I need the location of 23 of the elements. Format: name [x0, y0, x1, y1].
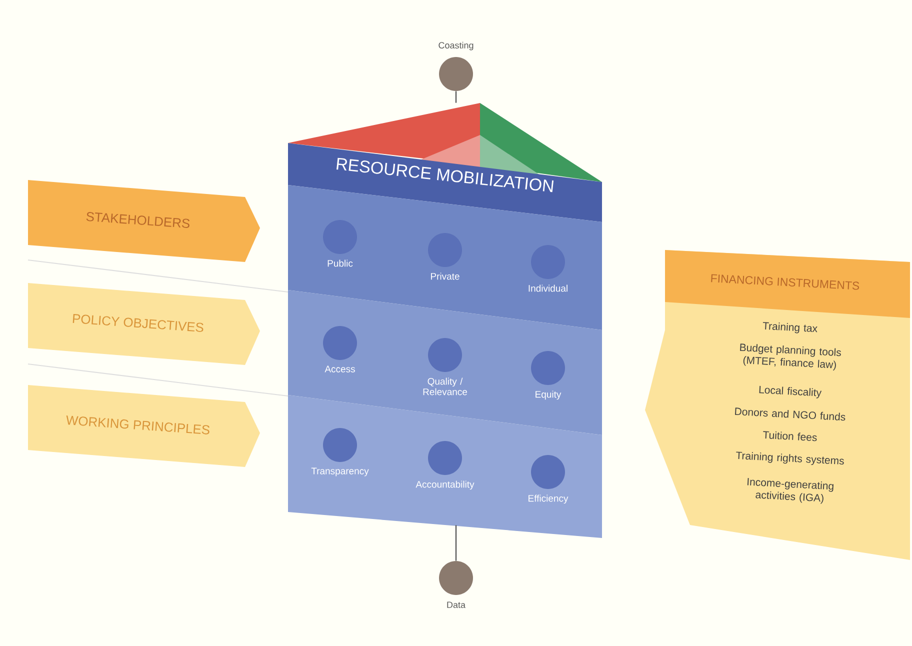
list-item: Training tax — [762, 322, 818, 334]
arrow-banner: WORKING PRINCIPLES — [28, 385, 260, 467]
node-label: Quality / Relevance — [423, 378, 468, 396]
list-item: Budget planning tools (MTEF, finance law) — [740, 344, 841, 370]
node-label: Accountability — [416, 480, 474, 490]
list-item: Local fiscality — [759, 386, 822, 398]
node-label: Data — [447, 602, 466, 608]
list-item: Training rights systems — [736, 452, 844, 466]
node-label: Transparency — [311, 468, 369, 476]
connector-line — [455, 91, 457, 103]
panel — [645, 250, 910, 560]
heading: RESOURCE MOBILIZATION — [336, 158, 554, 192]
node-label: Access — [324, 366, 355, 372]
connector-line — [455, 525, 457, 561]
list-item: Income-generating activities (IGA) — [747, 478, 834, 504]
node-label: Coasting — [438, 42, 474, 50]
arrow-banner: POLICY OBJECTIVES — [28, 283, 260, 365]
panel-heading: FINANCING INSTRUMENTS — [711, 274, 860, 290]
node-label: Equity — [536, 390, 562, 400]
node-label: Efficiency — [528, 494, 568, 504]
list-item: Donors and NGO funds — [735, 408, 846, 421]
list-item: Tuition fees — [763, 431, 817, 442]
arrow-banner: STAKEHOLDERS — [28, 180, 260, 262]
